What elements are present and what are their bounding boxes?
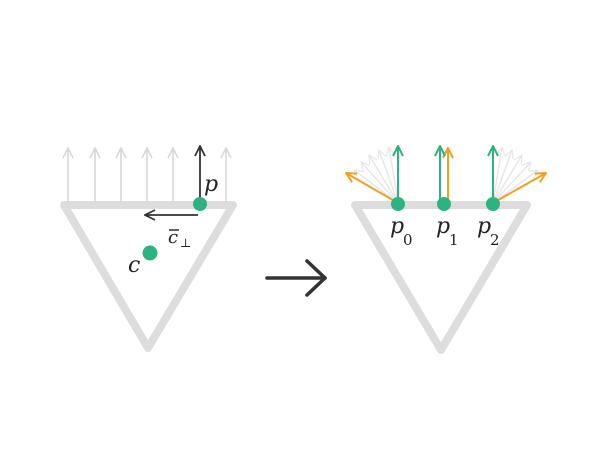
label-perp-symbol: ⊥	[180, 236, 191, 250]
point-p0	[391, 197, 405, 211]
point-p1	[437, 197, 451, 211]
left-triangle	[60, 201, 237, 352]
point-p2	[486, 197, 500, 211]
left-light-arrows	[68, 148, 226, 203]
transition-arrow	[265, 259, 327, 297]
left-diagram: p c c ⊥	[60, 146, 237, 352]
transition-arrow-head	[305, 259, 327, 297]
label-p1-sub: 1	[449, 231, 459, 249]
fan-p2	[492, 147, 538, 204]
label-p0: p	[390, 214, 404, 239]
point-p	[193, 197, 207, 211]
label-c: c	[128, 253, 140, 278]
label-p2-sub: 2	[490, 231, 500, 249]
label-p0-sub: 0	[403, 231, 413, 249]
label-p2: p	[477, 214, 491, 239]
label-c-perp: c	[168, 227, 178, 248]
label-p1: p	[436, 214, 450, 239]
orange-arrow-p0	[346, 173, 399, 204]
right-diagram: p 0 p 1 p 2	[346, 146, 546, 354]
point-c	[142, 245, 158, 261]
fan-p0	[354, 147, 399, 204]
orange-arrow-p2	[492, 173, 546, 204]
label-p: p	[204, 172, 218, 197]
